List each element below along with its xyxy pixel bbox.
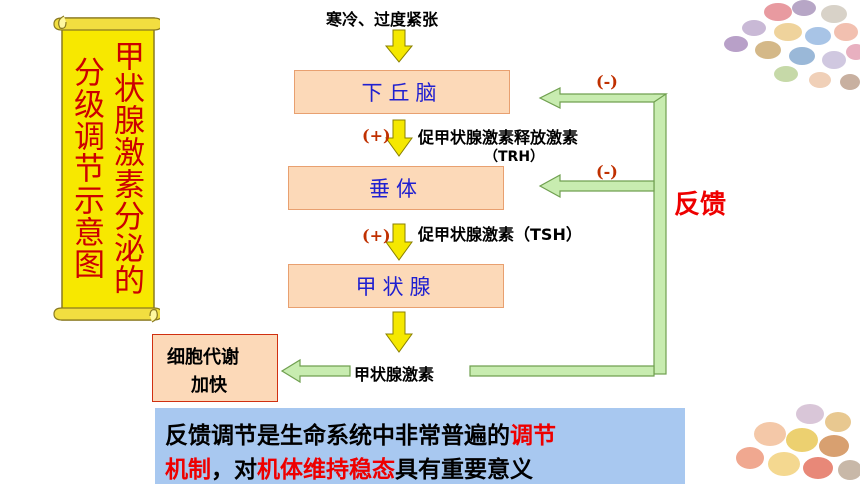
stimulus-label: 寒冷、过度紧张 (326, 10, 439, 29)
note-line1: 反馈调节是生命系统中非常普遍的调节 (165, 416, 556, 450)
note-highlight-3: 机体维持稳态 (257, 457, 395, 483)
pituitary-box: 垂体 (288, 166, 504, 210)
trh-abbrev: （TRH） (484, 149, 545, 165)
metabolism-line1: 细胞代谢 (167, 347, 239, 368)
metabolism-box: 细胞代谢 加快 (152, 334, 278, 402)
hypothalamus-box: 下丘脑 (294, 70, 510, 114)
feedback-label: 反馈 (674, 190, 727, 220)
note-highlight-2: 机制 (165, 457, 211, 483)
scroll-title-col1: 甲状腺激素分泌的 (108, 40, 144, 296)
trh-label: 促甲状腺激素释放激素 (418, 128, 579, 147)
thyroid-box: 甲状腺 (288, 264, 504, 308)
plus-sign-2: (+) (362, 226, 391, 245)
note-text-3: 具有重要意义 (395, 457, 533, 483)
summary-note: 反馈调节是生命系统中非常普遍的调节 机制，对机体维持稳态具有重要意义 (155, 408, 685, 484)
minus-sign-1: (-) (596, 72, 618, 91)
title-scroll (53, 15, 160, 323)
thyroid-hormone-label: 甲状腺激素 (354, 365, 435, 384)
note-highlight-1: 调节 (510, 423, 556, 449)
candy-eggs-decoration-bottom (736, 404, 860, 480)
scroll-title-col2: 分级调节示意图 (68, 56, 104, 280)
feedback-line (280, 87, 668, 384)
plus-sign-1: (+) (362, 126, 391, 145)
down-arrow-icon (384, 29, 414, 353)
note-line2: 机制，对机体维持稳态具有重要意义 (165, 450, 533, 484)
tsh-label: 促甲状腺激素（TSH） (418, 225, 582, 244)
candy-eggs-decoration-top (724, 0, 860, 90)
note-text-2: ，对 (211, 457, 257, 483)
note-text-1: 反馈调节是生命系统中非常普遍的 (165, 423, 510, 449)
metabolism-line2: 加快 (191, 375, 227, 396)
minus-sign-2: (-) (596, 162, 618, 181)
